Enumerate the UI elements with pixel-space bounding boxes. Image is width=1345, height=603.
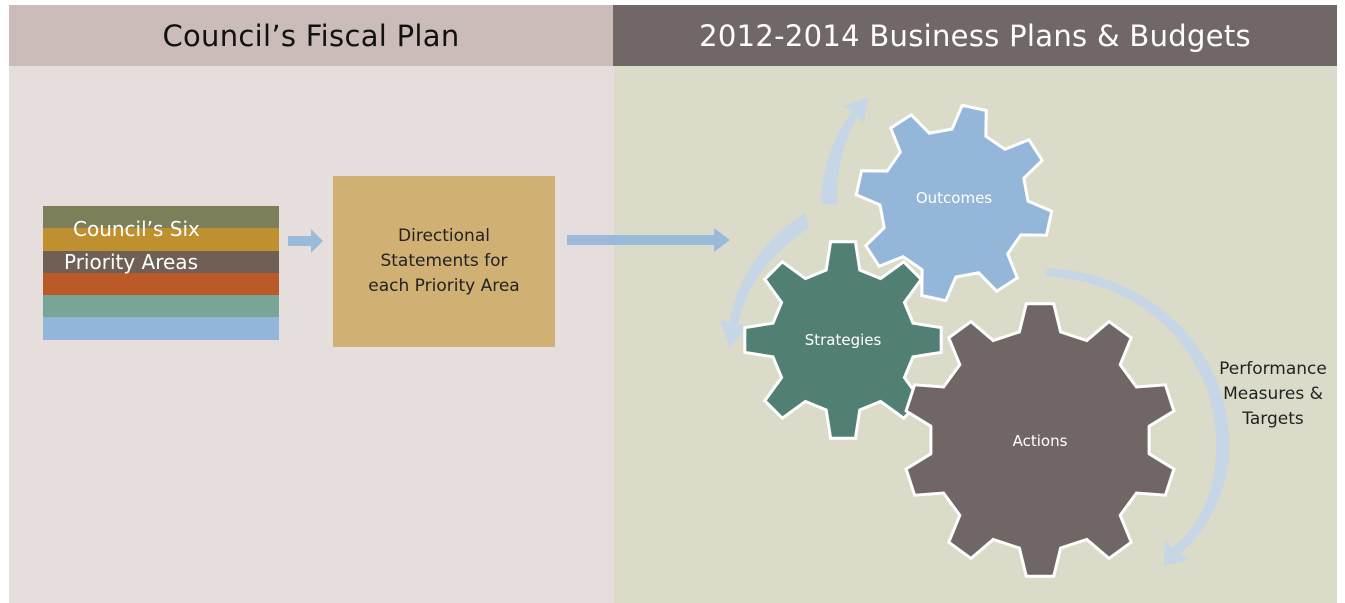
- outcomes-label: Outcomes: [915, 189, 993, 207]
- priority-band-2: [43, 228, 279, 251]
- arrow-box-to-gears: [567, 228, 730, 252]
- priority-areas-line-2: Priority Areas: [64, 250, 198, 274]
- cycle-arrow-to-outcomes: [821, 98, 868, 205]
- directional-statements-box: Directional Statements for each Priority…: [333, 176, 555, 347]
- priority-band-6: [43, 317, 279, 340]
- actions-gear: [904, 302, 1176, 578]
- cycle-arrow-to-actions: [1044, 268, 1230, 566]
- priority-areas-label: Council’s Six Priority Areas: [43, 206, 279, 340]
- priority-band-5: [43, 295, 279, 318]
- cycle-arrow-to-strategies: [720, 213, 809, 348]
- strategies-label: Strategies: [804, 331, 882, 349]
- directional-statements-label: Directional Statements for each Priority…: [368, 226, 520, 296]
- priority-areas-stack: [43, 206, 279, 340]
- priority-band-1: [43, 206, 279, 229]
- outcomes-gear: [854, 103, 1054, 303]
- priority-band-3: [43, 250, 279, 273]
- fiscal-plan-header: Council’s Fiscal Plan: [9, 5, 613, 66]
- strategies-gear: [743, 240, 943, 440]
- priority-band-4: [43, 272, 279, 296]
- performance-measures-label: Performance Measures & Targets: [1219, 359, 1327, 429]
- priority-areas-line-1: Council’s Six: [73, 217, 200, 241]
- business-plans-header: 2012-2014 Business Plans & Budgets: [613, 5, 1337, 66]
- arrow-stack-to-box: [288, 229, 323, 253]
- actions-label: Actions: [1012, 432, 1068, 450]
